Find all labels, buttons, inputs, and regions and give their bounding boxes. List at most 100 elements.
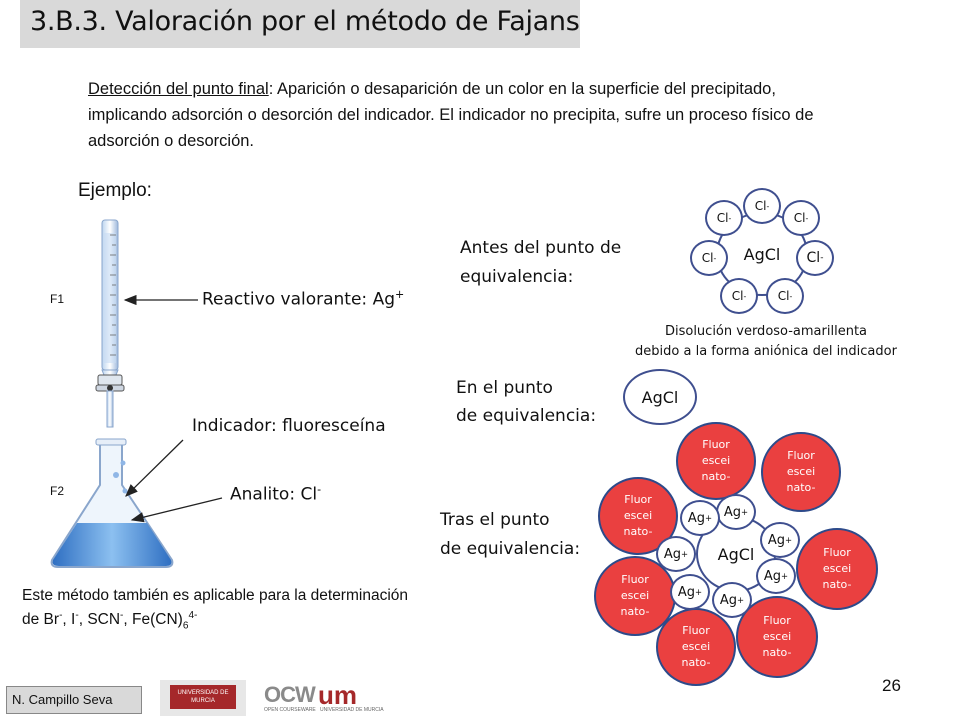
before-note-line-1: Disolución verdoso-amarillenta bbox=[664, 324, 868, 339]
fecn-subscript: 6 bbox=[182, 620, 189, 632]
fluor-text-3: nato- bbox=[620, 605, 650, 618]
ion-charge: + bbox=[781, 571, 789, 581]
example-label: Ejemplo: bbox=[78, 180, 152, 202]
ion-symbol: Ag bbox=[767, 532, 786, 548]
fluor-text-2: escei bbox=[623, 509, 653, 522]
chloride-ion: Cl- bbox=[782, 200, 820, 236]
titrant-label: Reactivo valorante: Ag+ bbox=[202, 288, 404, 310]
chloride-ion: Cl- bbox=[690, 240, 728, 276]
ion-symbol: Ag bbox=[687, 510, 706, 526]
ion-charge: - bbox=[766, 201, 770, 211]
silver-ion: Ag+ bbox=[670, 574, 710, 610]
ion-symbol: Cl bbox=[731, 289, 744, 303]
after-line-1: Tras el punto bbox=[440, 510, 550, 530]
ocw-um-logo: OCW um OPEN COURSEWARE UNIVERSIDAD DE MU… bbox=[264, 680, 384, 716]
chloride-ion: Cl- bbox=[796, 240, 834, 276]
br-text: de Br bbox=[22, 611, 60, 629]
before-line-1: Antes del punto de bbox=[460, 238, 622, 258]
silver-ion: Ag+ bbox=[656, 536, 696, 572]
scn-charge: - bbox=[120, 610, 124, 621]
ion-symbol: Cl bbox=[806, 250, 821, 266]
ion-symbol: Cl bbox=[754, 199, 767, 213]
f1-label: F1 bbox=[50, 292, 65, 306]
ion-symbol: Cl bbox=[701, 251, 714, 265]
university-logo-badge: UNIVERSIDAD DE MURCIA bbox=[170, 685, 236, 709]
titrant-charge: + bbox=[395, 288, 405, 301]
f2-label: F2 bbox=[50, 484, 65, 498]
fluor-text-1: Fluor bbox=[702, 438, 730, 451]
example-colon: : bbox=[146, 180, 152, 201]
analyte-charge: - bbox=[317, 483, 322, 496]
fluor-text-2: escei bbox=[786, 465, 816, 478]
fluor-text-2: escei bbox=[681, 640, 711, 653]
title-banner bbox=[20, 0, 580, 48]
fluor-text-2: escei bbox=[701, 454, 731, 467]
fecn-charge: 4- bbox=[188, 610, 198, 621]
fluor-text-1: Fluor bbox=[763, 614, 791, 627]
burette bbox=[95, 219, 125, 428]
ion-symbol: Ag bbox=[677, 584, 696, 600]
ion-symbol: Cl bbox=[793, 211, 806, 225]
fluor-text-3: nato- bbox=[822, 578, 852, 591]
silver-ion: Ag+ bbox=[712, 582, 752, 618]
description-label: Detección del punto final bbox=[88, 80, 269, 98]
fluor-text-2: escei bbox=[620, 589, 650, 602]
ion-symbol: Ag bbox=[663, 546, 682, 562]
at-equivalence-label: En el punto de equivalencia: bbox=[456, 374, 596, 430]
ocw-logo-text: OCW bbox=[264, 682, 316, 707]
ion-charge: + bbox=[785, 535, 793, 545]
chloride-ion: Cl- bbox=[766, 278, 804, 314]
br-charge: - bbox=[59, 610, 63, 621]
author-box bbox=[6, 686, 142, 714]
fluoresceinate-anion: Fluor escei nato- bbox=[676, 422, 756, 500]
example-word: Ejemplo bbox=[78, 180, 147, 201]
ion-charge: + bbox=[741, 507, 749, 517]
ocw-logo-subtitle: OPEN COURSEWARE bbox=[264, 707, 316, 713]
ion-symbol: Ag bbox=[719, 592, 738, 608]
at-line-2: de equivalencia: bbox=[456, 406, 597, 426]
fluor-text-1: Fluor bbox=[823, 546, 851, 559]
before-note: Disolución verdoso-amarillenta debido a … bbox=[596, 322, 936, 362]
um-logo-text: um bbox=[318, 680, 357, 710]
ion-charge: - bbox=[805, 213, 809, 223]
ion-symbol: Ag bbox=[763, 568, 782, 584]
fluor-text-3: nato- bbox=[681, 656, 711, 669]
applicable-line-2: de Br-, I-, SCN-, Fe(CN)64- bbox=[22, 606, 408, 636]
chloride-ion: Cl- bbox=[720, 278, 758, 314]
analyte-label: Analito: Cl- bbox=[230, 483, 321, 505]
ion-charge: - bbox=[820, 253, 824, 263]
indicator-label: Indicador: fluoresceína bbox=[192, 416, 386, 436]
ion-charge: - bbox=[743, 291, 747, 301]
fluoresceinate-anion: Fluor escei nato- bbox=[736, 596, 818, 678]
university-logo-text-1: UNIVERSIDAD DE bbox=[177, 690, 229, 696]
fluor-text-1: Fluor bbox=[682, 624, 710, 637]
indicator-arrow bbox=[125, 439, 184, 497]
fluor-text-3: nato- bbox=[786, 481, 816, 494]
fluor-text-3: nato- bbox=[762, 646, 792, 659]
titrant-text: Reactivo valorante: Ag bbox=[202, 289, 395, 310]
silver-ion: Ag+ bbox=[756, 558, 796, 594]
description: Detección del punto final: Aparición o d… bbox=[88, 76, 848, 154]
before-equivalence-label: Antes del punto de equivalencia: bbox=[460, 234, 621, 292]
fluor-text-1: Fluor bbox=[624, 493, 652, 506]
analyte-arrow bbox=[130, 497, 223, 523]
silver-ion: Ag+ bbox=[680, 500, 720, 536]
burette-flask-illustration bbox=[50, 219, 174, 568]
fluor-text-2: escei bbox=[762, 630, 792, 643]
ion-symbol: Cl bbox=[777, 289, 790, 303]
ion-charge: - bbox=[713, 253, 717, 263]
after-line-2: de equivalencia: bbox=[440, 539, 581, 559]
slide-title: 3.B.3. Valoración por el método de Fajan… bbox=[30, 6, 580, 37]
university-logo: UNIVERSIDAD DE MURCIA bbox=[160, 680, 246, 716]
chloride-ion: Cl- bbox=[705, 200, 743, 236]
scn-text: , SCN bbox=[78, 611, 121, 629]
ion-charge: + bbox=[705, 513, 713, 523]
fluor-text-3: nato- bbox=[701, 470, 731, 483]
i-text: , I bbox=[62, 611, 76, 629]
i-charge: - bbox=[75, 610, 79, 621]
after-equivalence-label: Tras el punto de equivalencia: bbox=[440, 506, 580, 564]
analyte-text: Analito: Cl bbox=[230, 484, 318, 505]
before-line-2: equivalencia: bbox=[460, 267, 574, 287]
